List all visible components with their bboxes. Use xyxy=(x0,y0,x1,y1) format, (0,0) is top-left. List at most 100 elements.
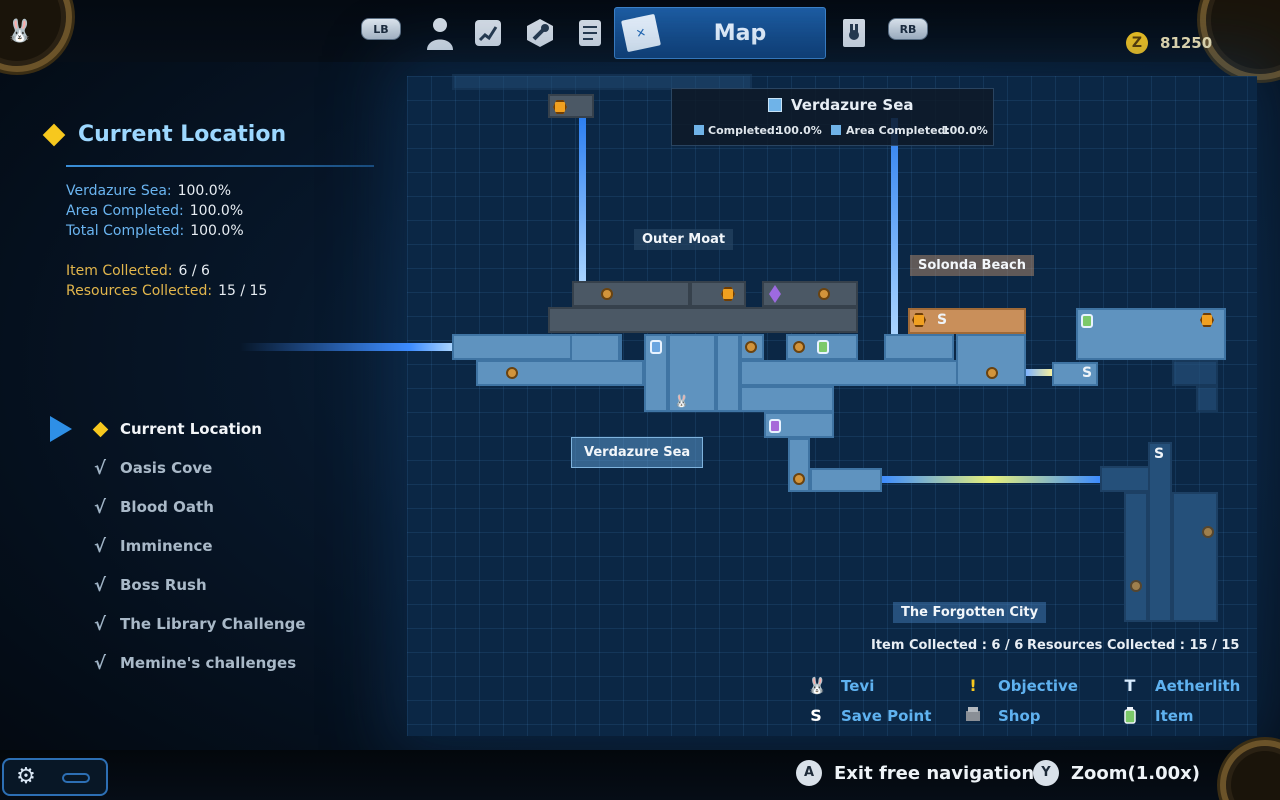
current-location-title: Current Location xyxy=(78,122,287,147)
coin-icon: Z xyxy=(1126,32,1148,54)
currency-display: Z 81250 xyxy=(1126,32,1212,54)
check-icon: √ xyxy=(94,574,107,596)
equipment-tab[interactable] xyxy=(523,14,557,52)
resources-collected-count: Resources Collected : 15 / 15 xyxy=(1027,638,1240,653)
location-item-memine-challenges[interactable]: √ Memine's challenges xyxy=(50,648,370,678)
legend-item-objective: ! Objective xyxy=(964,676,1078,696)
stat-label: Area Completed: xyxy=(66,203,184,219)
bestiary-tab[interactable] xyxy=(837,14,871,52)
stat-value: 6 / 6 xyxy=(178,263,210,279)
selection-arrow-icon xyxy=(50,416,72,442)
check-icon: √ xyxy=(94,613,107,635)
location-item-oasis-cove[interactable]: √ Oasis Cove xyxy=(50,453,370,483)
legend-item-save-point: S Save Point xyxy=(807,706,931,726)
bestiary-icon xyxy=(843,19,865,47)
current-location-heading: Current Location xyxy=(42,122,287,147)
map-icon: ✕ xyxy=(621,13,661,53)
rabbit-emblem-icon: 🐰 xyxy=(6,19,34,44)
legend-item-item: Item xyxy=(1121,706,1194,726)
skills-icon xyxy=(475,20,501,46)
item-icon xyxy=(1121,706,1139,726)
stat-value: 100.0% xyxy=(190,223,244,239)
map-label-outer-moat: Outer Moat xyxy=(634,229,734,250)
stat-row: Area Completed: 100.0% xyxy=(66,203,243,219)
area-color-swatch xyxy=(768,98,782,112)
map-label-forgotten-city: The Forgotten City xyxy=(893,602,1047,623)
location-item-imminence[interactable]: √ Imminence xyxy=(50,531,370,561)
shop-icon xyxy=(964,706,982,726)
completed-label: Completed: xyxy=(708,124,780,137)
y-button-icon: Y xyxy=(1033,760,1059,786)
gear-icon: ⚙ xyxy=(16,764,36,789)
check-icon: √ xyxy=(94,652,107,674)
a-button-icon: A xyxy=(796,760,822,786)
stat-label: Resources Collected: xyxy=(66,283,213,299)
legend-label: Shop xyxy=(998,707,1041,725)
exit-navigation-label: Exit free navigation xyxy=(834,762,1035,784)
check-icon: √ xyxy=(94,535,107,557)
stat-row: Resources Collected: 15 / 15 xyxy=(66,283,267,299)
area-color-swatch xyxy=(831,125,841,135)
profile-icon xyxy=(427,18,453,50)
legend-item-shop: Shop xyxy=(964,706,1041,726)
check-icon: √ xyxy=(94,496,107,518)
bottom-bar xyxy=(0,740,1280,800)
location-item-library-challenge[interactable]: √ The Library Challenge xyxy=(50,609,370,639)
stat-value: 100.0% xyxy=(177,183,231,199)
skills-tab[interactable] xyxy=(471,14,505,52)
scroll-icon xyxy=(579,20,601,46)
lb-button[interactable]: LB xyxy=(361,18,401,40)
zoom-hint[interactable]: Y Zoom(1.00x) xyxy=(1033,760,1200,786)
area-completion-box: Verdazure Sea Completed: 100.0% Area Com… xyxy=(671,88,994,146)
stat-row: Verdazure Sea: 100.0% xyxy=(66,183,231,199)
legend-label: Save Point xyxy=(841,707,932,725)
stat-value: 100.0% xyxy=(189,203,244,219)
map-label-solonda-beach: Solonda Beach xyxy=(910,255,1034,276)
stat-label: Verdazure Sea: xyxy=(66,183,172,199)
diamond-icon xyxy=(92,421,109,438)
tevi-icon: 🐰 xyxy=(807,676,827,695)
divider xyxy=(66,165,374,167)
objective-icon: ! xyxy=(969,676,977,695)
area-title: Verdazure Sea xyxy=(791,96,914,114)
location-name: The Library Challenge xyxy=(120,615,306,633)
exit-navigation-hint[interactable]: A Exit free navigation xyxy=(796,760,1034,786)
location-item-current[interactable]: Current Location xyxy=(50,414,370,444)
stat-label: Total Completed: xyxy=(66,223,185,239)
location-name: Memine's challenges xyxy=(120,654,297,672)
legend-item-tevi: 🐰 Tevi xyxy=(807,676,874,696)
map-label-verdazure-sea: Verdazure Sea xyxy=(571,437,704,468)
location-name: Blood Oath xyxy=(120,498,214,516)
location-name: Oasis Cove xyxy=(120,459,213,477)
tab-map[interactable]: ✕ Map xyxy=(614,7,826,59)
top-bar: 🐰 LB xyxy=(0,0,1280,80)
location-item-blood-oath[interactable]: √ Blood Oath xyxy=(50,492,370,522)
profile-tab[interactable] xyxy=(423,14,457,52)
stat-row: Total Completed: 100.0% xyxy=(66,223,244,239)
stat-value: 15 / 15 xyxy=(218,283,268,299)
location-name: Current Location xyxy=(120,420,262,438)
legend-label: Objective xyxy=(998,677,1078,695)
quests-tab[interactable] xyxy=(573,14,607,52)
rb-button[interactable]: RB xyxy=(888,18,928,40)
location-item-boss-rush[interactable]: √ Boss Rush xyxy=(50,570,370,600)
check-icon: √ xyxy=(94,457,107,479)
map-canvas[interactable] xyxy=(407,76,1257,736)
legend-item-aetherlith: T Aetherlith xyxy=(1121,676,1241,696)
completed-value: 100.0% xyxy=(776,124,822,137)
save-point-icon: S xyxy=(810,706,822,725)
coin-count: 81250 xyxy=(1160,34,1213,52)
wrench-icon xyxy=(527,19,553,47)
tab-map-label: Map xyxy=(713,21,767,46)
item-collected-count: Item Collected : 6 / 6 xyxy=(871,638,1024,653)
diamond-icon xyxy=(42,123,66,146)
stat-label: Item Collected: xyxy=(66,263,173,279)
zoom-label: Zoom(1.00x) xyxy=(1071,762,1201,784)
area-color-swatch xyxy=(694,125,704,135)
location-name: Imminence xyxy=(120,537,213,555)
settings-button[interactable]: ⚙ xyxy=(2,758,108,796)
location-name: Boss Rush xyxy=(120,576,207,594)
area-completed-label: Area Completed: xyxy=(846,124,950,137)
aetherlith-icon: T xyxy=(1124,676,1136,695)
